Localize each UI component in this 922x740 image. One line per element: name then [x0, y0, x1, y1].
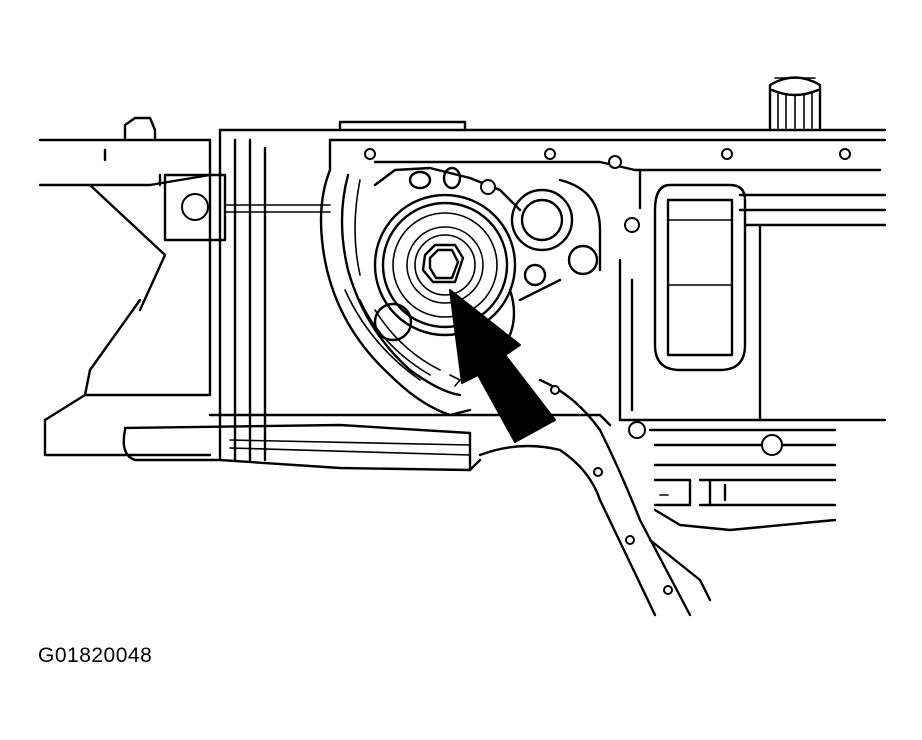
frame-rails	[218, 128, 331, 462]
pointer-arrow	[449, 289, 556, 443]
figure-id-label: G01820048	[38, 644, 153, 667]
left-bracket	[38, 116, 227, 457]
hex-bolt	[421, 243, 465, 284]
housing-top	[218, 120, 887, 212]
pump-gear	[373, 166, 522, 337]
valve-slot	[618, 183, 887, 422]
dipstick-tube	[478, 378, 692, 617]
curved-body	[319, 168, 472, 417]
splined-shaft	[768, 76, 822, 132]
lower-housing	[648, 463, 837, 602]
lower-tube	[122, 413, 887, 472]
